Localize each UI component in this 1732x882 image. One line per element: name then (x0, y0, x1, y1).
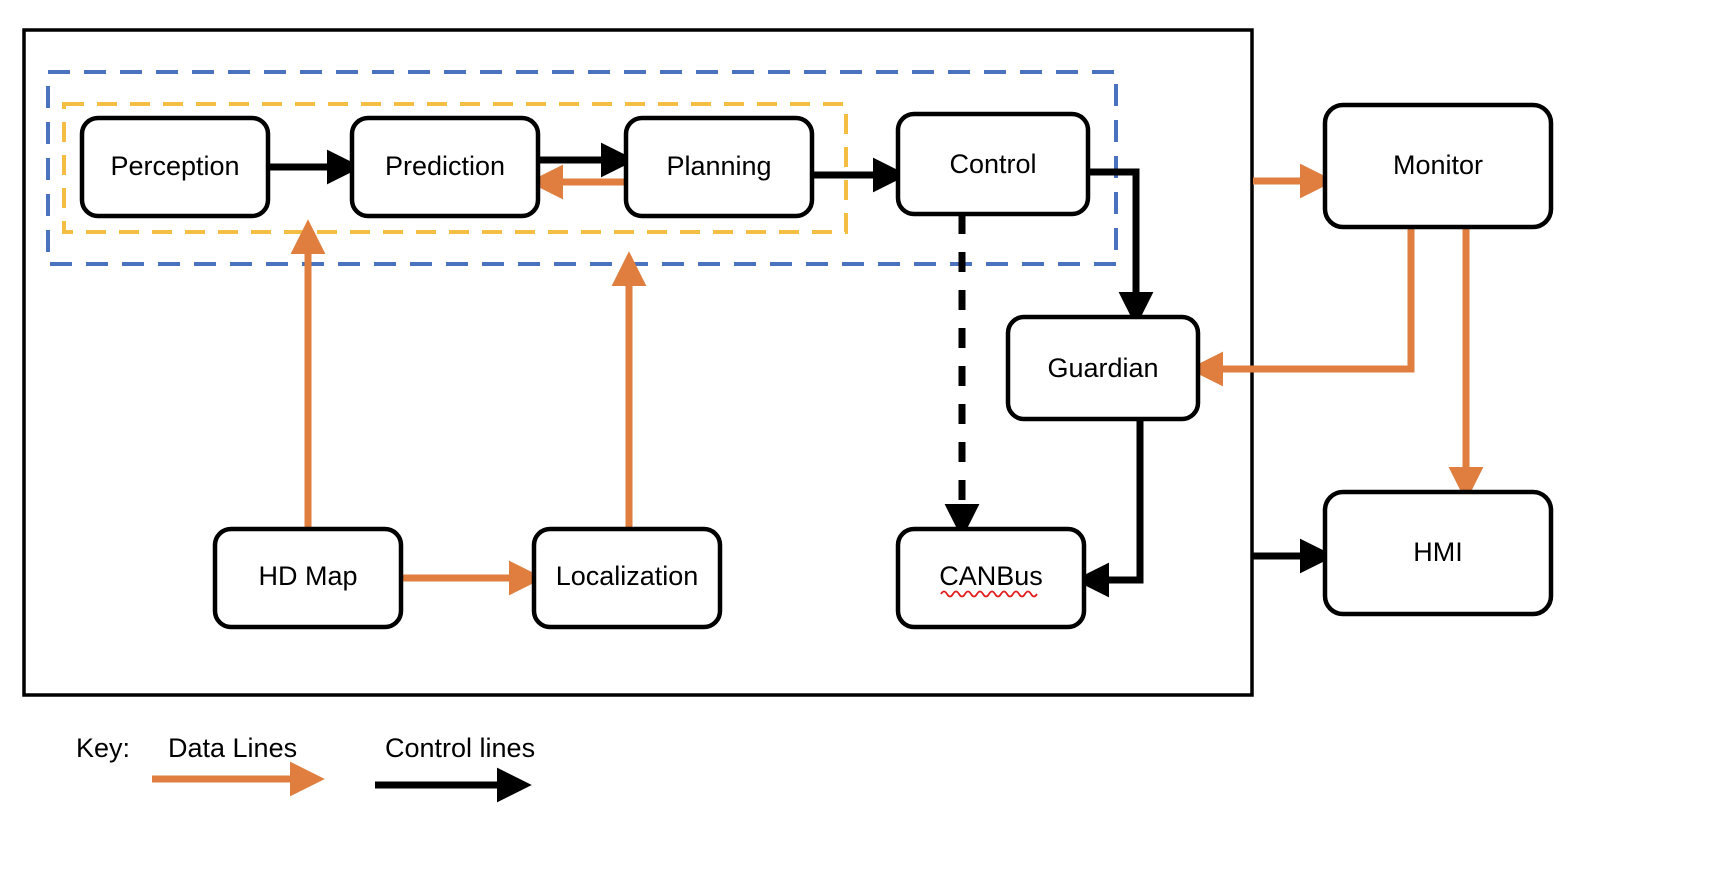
node-monitor[interactable]: Monitor (1322, 102, 1554, 230)
node-hd-map[interactable]: HD Map (212, 526, 404, 630)
legend-item-data-lines-label: Data Lines (168, 733, 297, 763)
node-guardian[interactable]: Guardian (1005, 314, 1201, 422)
node-localization[interactable]: Localization (531, 526, 723, 630)
node-control-label: Control (949, 149, 1036, 179)
node-canbus[interactable]: CANBus (895, 526, 1087, 630)
node-hmi[interactable]: HMI (1322, 489, 1554, 617)
node-canbus-label: CANBus (939, 561, 1043, 591)
edge-control-to-guardian (1088, 168, 1154, 327)
node-localization-label: Localization (556, 561, 699, 591)
node-guardian-label: Guardian (1047, 353, 1158, 383)
node-perception[interactable]: Perception (79, 115, 271, 219)
legend-title: Key: (76, 733, 130, 763)
node-prediction[interactable]: Prediction (349, 115, 541, 219)
node-prediction-label: Prediction (385, 151, 505, 181)
edge-guardian-to-canbus (1074, 419, 1144, 598)
group-boundary-gold (62, 102, 848, 234)
node-monitor-label: Monitor (1393, 150, 1483, 180)
spellcheck-underline-icon (940, 590, 1038, 598)
legend: Key: Data Lines Control lines (76, 733, 535, 803)
node-hd-map-label: HD Map (258, 561, 357, 591)
node-hmi-label: HMI (1413, 537, 1463, 567)
edge-monitor-to-guardian (1188, 227, 1415, 387)
legend-item-control-lines-label: Control lines (385, 733, 535, 763)
node-control[interactable]: Control (895, 111, 1091, 217)
node-planning[interactable]: Planning (623, 115, 815, 219)
node-planning-label: Planning (666, 151, 771, 181)
system-boundary-frame (22, 28, 1254, 697)
node-perception-label: Perception (110, 151, 239, 181)
group-boundary-blue (46, 70, 1118, 266)
